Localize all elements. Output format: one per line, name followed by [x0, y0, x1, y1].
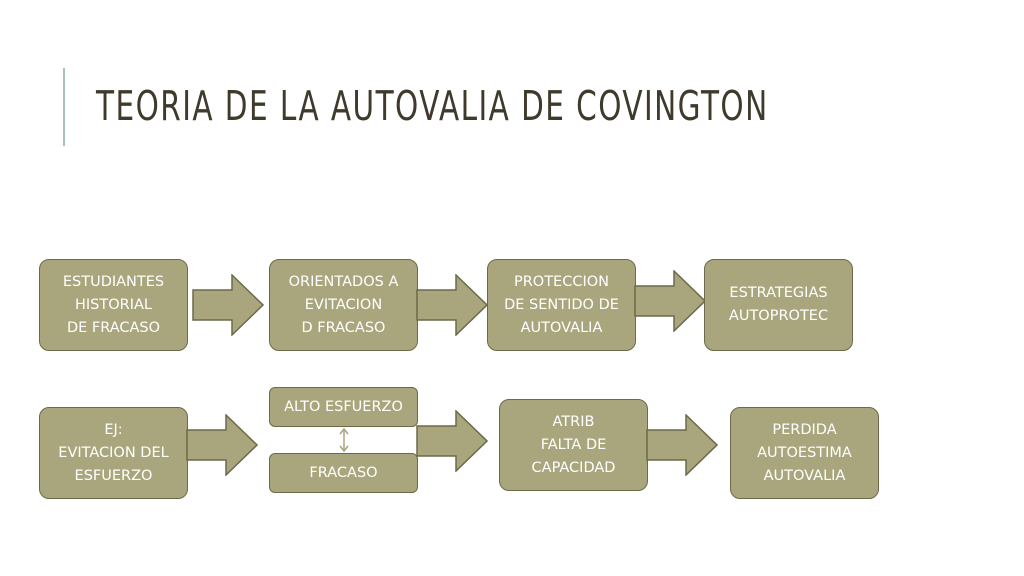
double-arrow-icon [339, 427, 349, 453]
box-line: ESTRATEGIAS [729, 285, 828, 301]
box-line: CAPACIDAD [531, 459, 616, 476]
box-estudiantes-historial: ESTUDIANTES HISTORIAL DE FRACASO [39, 259, 188, 351]
box-line: PROTECCION [513, 273, 610, 290]
box-line: D FRACASO [301, 319, 386, 336]
arrow-right-icon [634, 270, 706, 332]
box-line: AUTOESTIMA [757, 444, 852, 461]
box-estrategias-autoprotec: ESTRATEGIAS AUTOPROTEC [704, 259, 853, 351]
box-line: DE SENTIDO DE [504, 296, 619, 313]
box-proteccion-autovalia: PROTECCION DE SENTIDO DE AUTOVALIA [487, 259, 636, 351]
box-alto-esfuerzo: ALTO ESFUERZO [269, 387, 418, 427]
box-line: EJ: [104, 421, 123, 438]
box-line: FRACASO [309, 464, 378, 481]
arrow-right-icon [192, 274, 264, 336]
box-line: EVITACION DEL [58, 444, 169, 461]
box-line: EVITACION [304, 296, 383, 313]
arrow-right-icon [416, 410, 488, 472]
box-line: ORIENTADOS A [288, 273, 399, 290]
box-orientados-evitacion: ORIENTADOS A EVITACION D FRACASO [269, 259, 418, 351]
box-line: AUTOPROTEC [728, 308, 829, 324]
box-ej-evitacion-esfuerzo: EJ: EVITACION DEL ESFUERZO [39, 407, 188, 499]
arrow-right-icon [186, 414, 258, 476]
box-line: DE FRACASO [66, 319, 161, 336]
box-line: PERDIDA [772, 421, 837, 438]
box-line: ALTO ESFUERZO [284, 398, 403, 415]
arrow-right-icon [646, 414, 718, 476]
title-accent-line [63, 68, 65, 146]
arrow-right-icon [416, 274, 488, 336]
box-line: AUTOVALIA [763, 467, 846, 484]
box-line: ESFUERZO [74, 467, 153, 484]
box-perdida-autoestima: PERDIDA AUTOESTIMA AUTOVALIA [730, 407, 879, 499]
slide-title: TEORIA DE LA AUTOVALIA DE COVINGTON [96, 82, 769, 130]
box-atrib-falta-capacidad: ATRIB FALTA DE CAPACIDAD [499, 399, 648, 491]
box-line: AUTOVALIA [520, 319, 603, 336]
box-line: FALTA DE [540, 436, 607, 453]
box-line: ESTUDIANTES [62, 273, 165, 290]
box-line: ATRIB [552, 413, 595, 430]
box-line: HISTORIAL [74, 296, 152, 313]
box-fracaso: FRACASO [269, 453, 418, 493]
